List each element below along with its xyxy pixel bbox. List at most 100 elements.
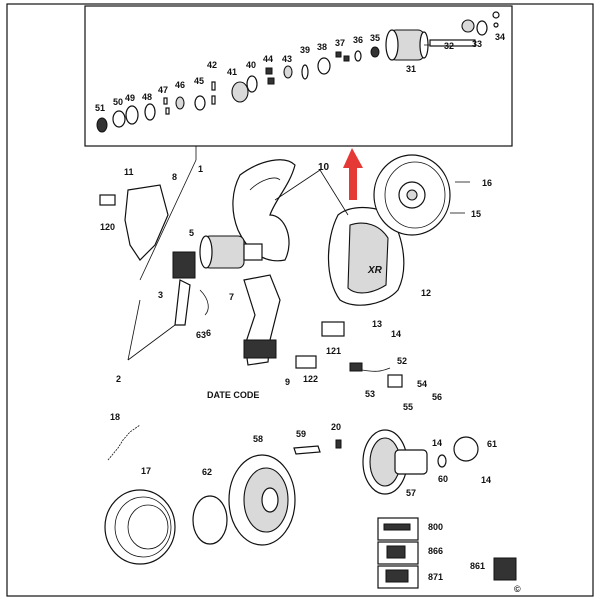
part-15-drum-cover	[373, 154, 451, 236]
callout-8: 8	[172, 172, 177, 182]
motor-assembly	[199, 235, 263, 269]
callout-121: 121	[326, 346, 341, 356]
callout-37: 37	[335, 38, 345, 48]
part-10-housing-left	[232, 159, 296, 262]
part-7-handle-cover	[243, 274, 281, 366]
part-18-cable	[107, 424, 141, 461]
part-866-accessory-box	[377, 541, 419, 565]
part-120-handle-half	[99, 184, 169, 261]
part-41-ring	[231, 81, 249, 103]
callout-53: 53	[365, 389, 375, 399]
callout-54: 54	[417, 379, 427, 389]
callout-35: 35	[370, 33, 380, 43]
part-122-label	[295, 355, 317, 369]
gearbox-inset-frame	[84, 5, 513, 147]
callout-41: 41	[227, 67, 237, 77]
part-39-washer	[301, 64, 309, 80]
callout-14-c: 14	[481, 475, 491, 485]
callout-122: 122	[303, 374, 318, 384]
part-61-nozzle	[453, 436, 479, 462]
part-33-washer	[476, 20, 488, 36]
part-36-ring	[354, 50, 362, 62]
callout-16: 16	[482, 178, 492, 188]
callout-14-b: 14	[432, 438, 442, 448]
callout-45: 45	[194, 76, 204, 86]
part-59-bracket	[293, 445, 321, 455]
callout-42: 42	[207, 60, 217, 70]
callout-47: 47	[158, 85, 168, 95]
callout-55: 55	[403, 402, 413, 412]
callout-14-a: 14	[391, 329, 401, 339]
callout-2: 2	[116, 374, 121, 384]
part-38-ring-gear	[317, 57, 331, 75]
direction-arrow	[343, 148, 363, 200]
callout-61: 61	[487, 439, 497, 449]
callout-48: 48	[142, 92, 152, 102]
part-44-planet-gears	[265, 67, 275, 85]
callout-6: 6	[206, 328, 211, 338]
part-50-washer	[112, 110, 126, 128]
callout-62: 62	[202, 467, 212, 477]
callout-58: 58	[253, 434, 263, 444]
gearbox-parts-row	[96, 11, 500, 133]
part-861-battery	[493, 557, 517, 581]
copyright-symbol: ©	[514, 584, 521, 594]
callout-63: 63	[196, 330, 206, 340]
callout-871: 871	[428, 572, 443, 582]
part-800-accessory-box	[377, 517, 419, 541]
part-35-bearing	[370, 46, 380, 58]
callout-12: 12	[421, 288, 431, 298]
callout-labels: 1 2 3 5 6 7 8 9 10 11 12 13 14 14 14 15 …	[95, 32, 505, 582]
part-58-drum-rear	[228, 454, 296, 546]
callout-57: 57	[406, 488, 416, 498]
part-49-ring	[125, 105, 139, 125]
callout-11: 11	[124, 167, 134, 177]
callout-36: 36	[353, 35, 363, 45]
part-37-gears	[335, 51, 350, 62]
callout-49: 49	[125, 93, 135, 103]
date-code-label: DATE CODE	[207, 390, 259, 400]
outer-frame	[6, 3, 594, 597]
callout-38: 38	[317, 42, 327, 52]
callout-10: 10	[318, 162, 330, 173]
callout-17: 17	[141, 466, 151, 476]
callout-39: 39	[300, 45, 310, 55]
part-43-gear	[283, 65, 293, 79]
callout-5: 5	[189, 228, 194, 238]
xr-logo-text: XR	[367, 265, 383, 276]
callout-56: 56	[432, 392, 442, 402]
part-60-cap	[437, 454, 447, 468]
part-53-connector	[387, 374, 403, 388]
callout-20: 20	[331, 422, 341, 432]
part-45-clip	[194, 95, 206, 111]
callout-50: 50	[113, 97, 123, 107]
part-40-carrier	[246, 75, 258, 93]
callout-52: 52	[397, 356, 407, 366]
callout-120: 120	[100, 222, 115, 232]
callout-59: 59	[296, 429, 306, 439]
callout-15: 15	[471, 209, 481, 219]
callout-13: 13	[372, 319, 382, 329]
callout-51: 51	[95, 103, 105, 113]
part-871-accessory-box	[377, 565, 419, 589]
leader-lines	[127, 146, 470, 361]
part-47-pins	[163, 97, 170, 115]
part-17-drum	[104, 489, 176, 565]
callout-3: 3	[158, 290, 163, 300]
part-51-nut	[96, 117, 108, 133]
callout-44: 44	[263, 54, 273, 64]
part-121-label	[321, 321, 345, 337]
part-31-gear-housing	[385, 19, 475, 61]
callout-60: 60	[438, 474, 448, 484]
callout-800: 800	[428, 522, 443, 532]
part-32-shaft	[429, 39, 476, 47]
part-42-pins	[211, 81, 216, 105]
part-20-screw	[335, 439, 342, 449]
part-48-ring	[144, 103, 156, 121]
part-3-switch	[172, 251, 209, 326]
part-10-housing-right: XR	[327, 206, 405, 306]
callout-34: 34	[495, 32, 505, 42]
callout-32: 32	[444, 41, 454, 51]
callout-7: 7	[229, 292, 234, 302]
callout-861: 861	[470, 561, 485, 571]
